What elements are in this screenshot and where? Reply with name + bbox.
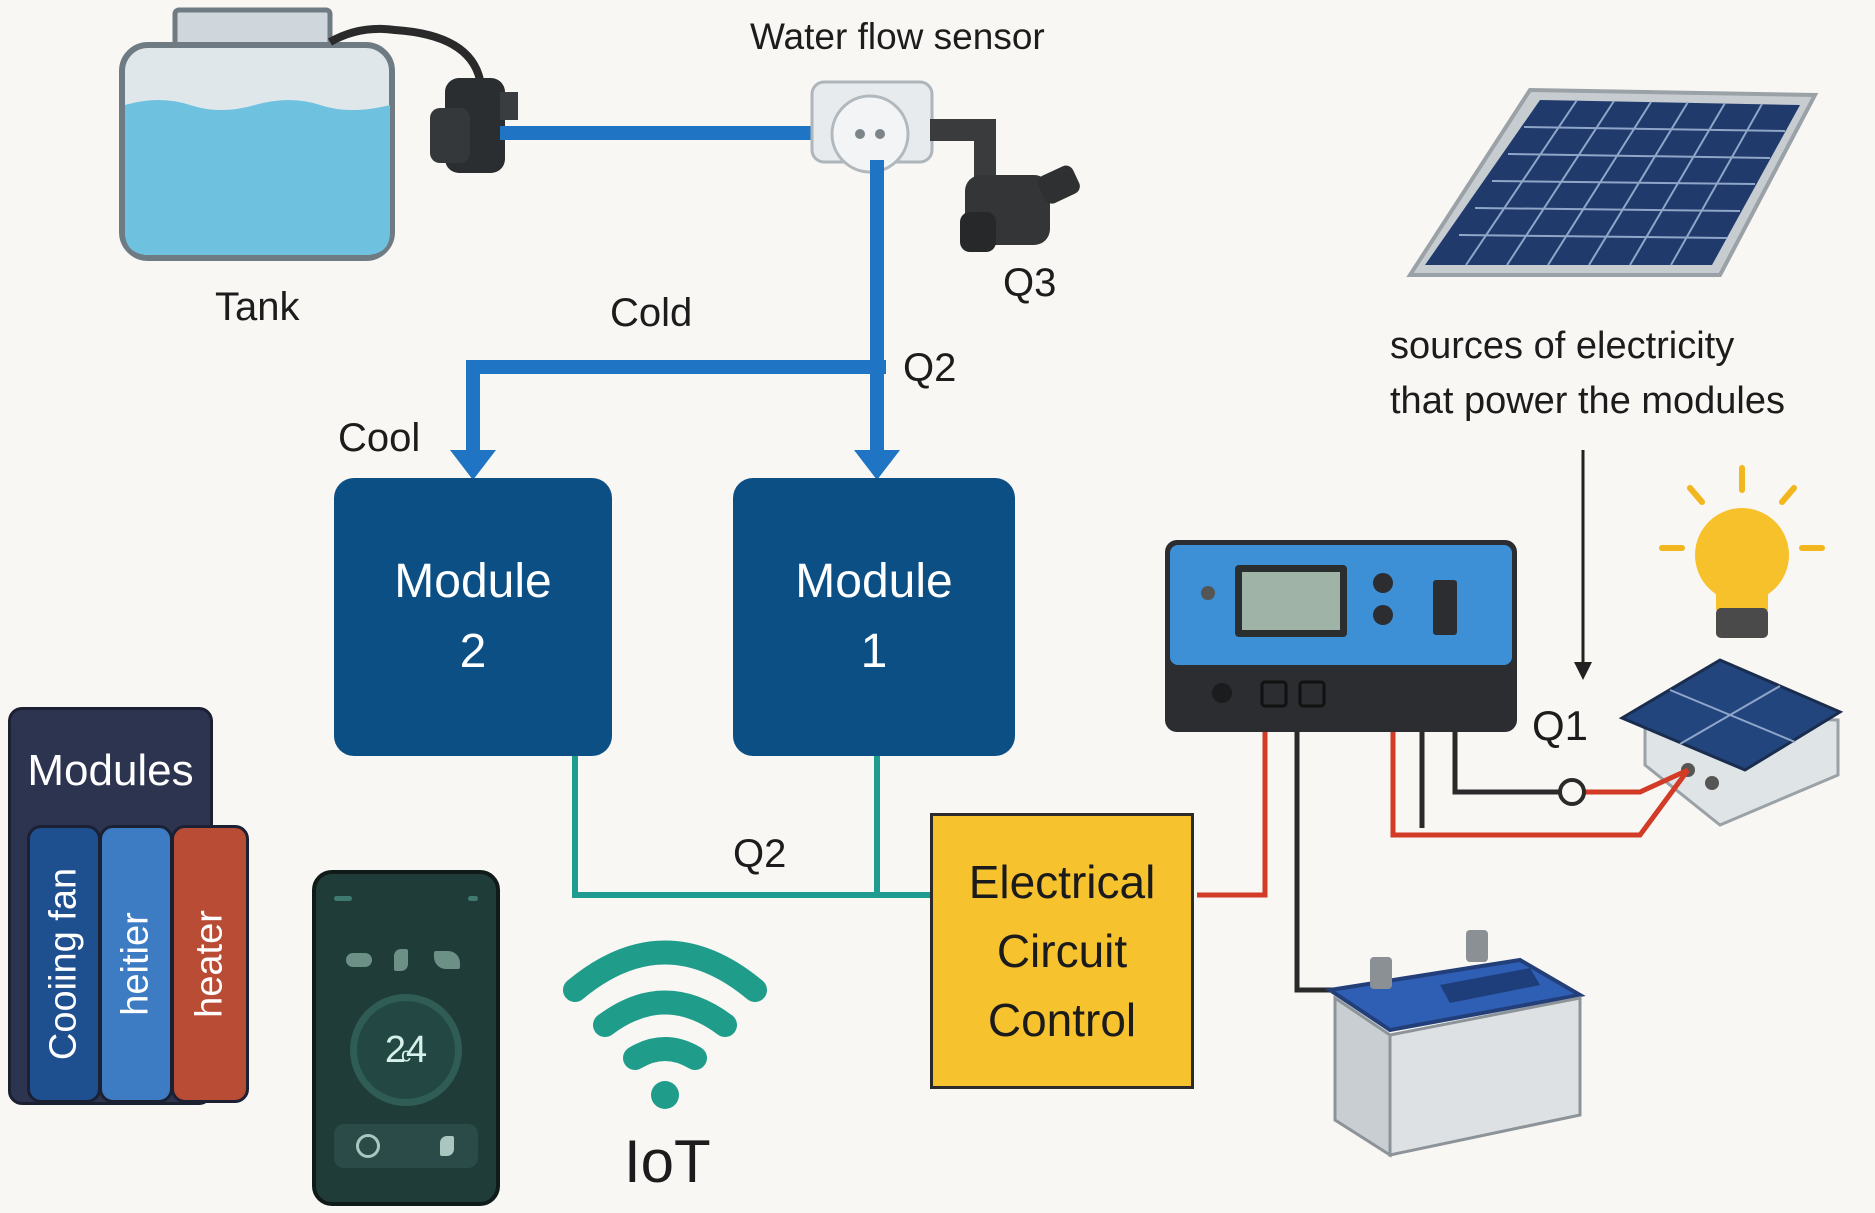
module-1-line2: 1 (860, 625, 888, 678)
q1-label: Q1 (1532, 702, 1589, 749)
legend-title: Modules (27, 746, 194, 795)
solar-panel-icon (1406, 87, 1819, 277)
small-solar-panel-icon (1618, 658, 1844, 827)
module-2-line1: Module (394, 555, 552, 609)
q2-bottom-label: Q2 (733, 832, 787, 876)
target-icon (356, 1134, 380, 1158)
water-flow-sensor-label: Water flow sensor (750, 16, 1045, 57)
valve-icon (960, 165, 1080, 252)
charge-controller-icon (1165, 540, 1517, 732)
battery-icon (1324, 930, 1586, 1158)
light-bulb-icon (1659, 465, 1825, 638)
pump-icon (430, 78, 518, 173)
tank-icon (119, 7, 484, 261)
cold-label: Cold (610, 291, 693, 335)
module-1-box: Module 1 (733, 478, 1015, 756)
legend-heitier-label: heitier (114, 912, 157, 1016)
q3-label: Q3 (1003, 261, 1057, 305)
sources-label-line2: that power the modules (1390, 380, 1786, 422)
iot-label: IoT (624, 1128, 711, 1195)
ecc-line3: Control (987, 993, 1137, 1046)
legend-heater: heater (171, 825, 249, 1103)
tank-label: Tank (215, 285, 300, 329)
sources-label-line1: sources of electricity (1390, 325, 1735, 367)
q2-top-label: Q2 (903, 346, 957, 390)
cool-label: Cool (338, 416, 421, 460)
electrical-circuit-control-box: Electrical Circuit Control (930, 813, 1194, 1089)
module-wiring (572, 755, 930, 898)
legend-cooling-fan-label: Cooiing fan (42, 867, 85, 1061)
legend-heitier: heitier (99, 825, 173, 1103)
module-1-line1: Module (795, 555, 953, 609)
module-2-line2: 2 (459, 625, 487, 678)
wifi-icon (563, 940, 767, 1070)
ecc-line2: Circuit (996, 924, 1128, 977)
power-wiring (1197, 732, 1691, 993)
legend-heater-label: heater (188, 910, 231, 1018)
module-2-box: Module 2 (334, 478, 612, 756)
legend-cooling-fan: Cooiing fan (27, 825, 101, 1103)
phone-app-icons (346, 949, 466, 973)
ecc-line1: Electrical (968, 855, 1156, 908)
phone-status-bar (334, 896, 478, 902)
leaf-icon (440, 1136, 454, 1156)
cold-water-pipe (450, 160, 900, 480)
phone-bottom-bar (334, 1124, 478, 1168)
water-flow-sensor-icon (810, 80, 996, 180)
modules-legend: Modules Cooiing fan heitier heater (8, 707, 249, 1105)
